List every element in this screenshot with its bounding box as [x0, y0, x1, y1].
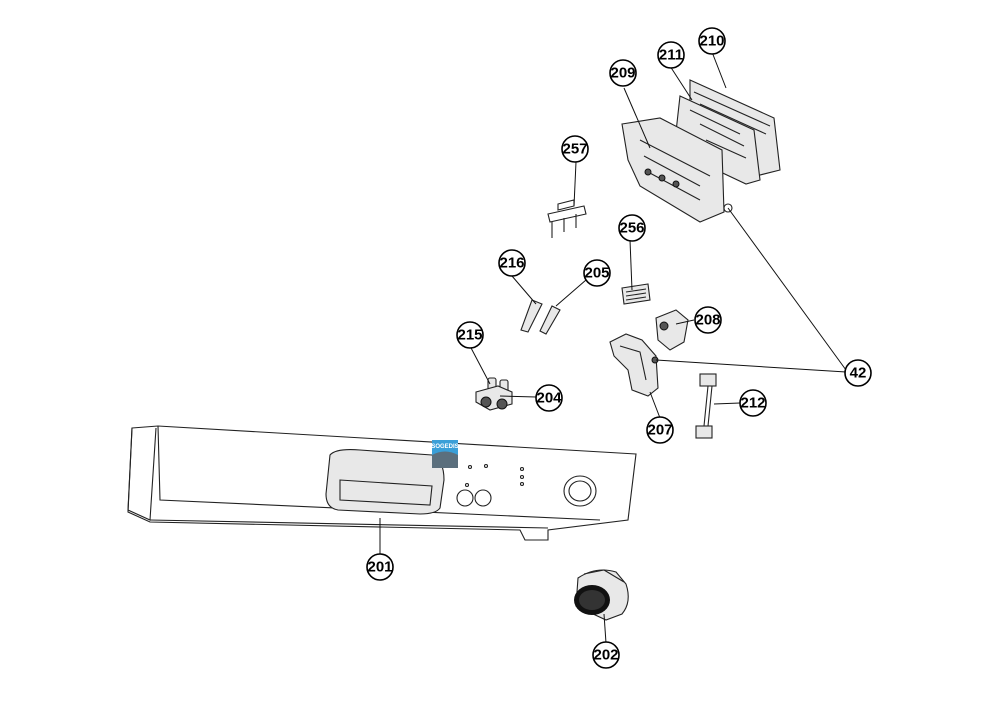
callout-text: 42	[850, 365, 867, 382]
callout-216: 216	[498, 249, 526, 277]
callout-text: 212	[740, 395, 765, 412]
callout-text: 257	[562, 141, 587, 158]
callout-text: 201	[367, 559, 392, 576]
callout-text: 207	[647, 422, 672, 439]
callout-207: 207	[646, 416, 674, 444]
callout-202: 202	[592, 641, 620, 669]
callout-42: 42	[844, 359, 872, 387]
bracket-207-part	[609, 333, 659, 397]
callout-210: 210	[698, 27, 726, 55]
cable-212-part	[695, 373, 717, 439]
callout-text: 215	[457, 327, 482, 344]
logo-text: SOGEDIS	[431, 444, 458, 450]
callout-text: 204	[536, 390, 562, 407]
callout-text: 208	[695, 312, 720, 329]
knob-part	[574, 569, 629, 621]
control-panel-part	[127, 425, 637, 541]
callout-text: 216	[499, 255, 524, 272]
callout-text: 202	[593, 647, 618, 664]
callout-text: 211	[659, 47, 683, 64]
callout-text: 209	[610, 65, 635, 82]
terminal-256-part	[621, 283, 651, 305]
leader-lines	[379, 51, 847, 644]
callout-text: 256	[619, 220, 644, 237]
control-board-assembly-part	[621, 79, 781, 223]
connector-257-part	[547, 199, 587, 238]
button-pair-part	[475, 377, 513, 411]
callout-204: 204	[535, 384, 563, 412]
callout-211: 211	[657, 41, 685, 69]
callout-257: 257	[561, 135, 589, 163]
lever-parts	[520, 299, 561, 335]
callout-text: 205	[584, 265, 609, 282]
callout-212: 212	[739, 389, 767, 417]
callout-text: 210	[699, 33, 724, 50]
callout-209: 209	[609, 59, 637, 87]
callout-256: 256	[618, 214, 646, 242]
callout-201: 201	[366, 553, 394, 581]
callout-215: 215	[456, 321, 484, 349]
sensor-208-part	[655, 309, 689, 351]
sogedis-logo: SOGEDIS	[431, 440, 459, 468]
callout-205: 205	[583, 259, 611, 287]
callout-208: 208	[694, 306, 722, 334]
